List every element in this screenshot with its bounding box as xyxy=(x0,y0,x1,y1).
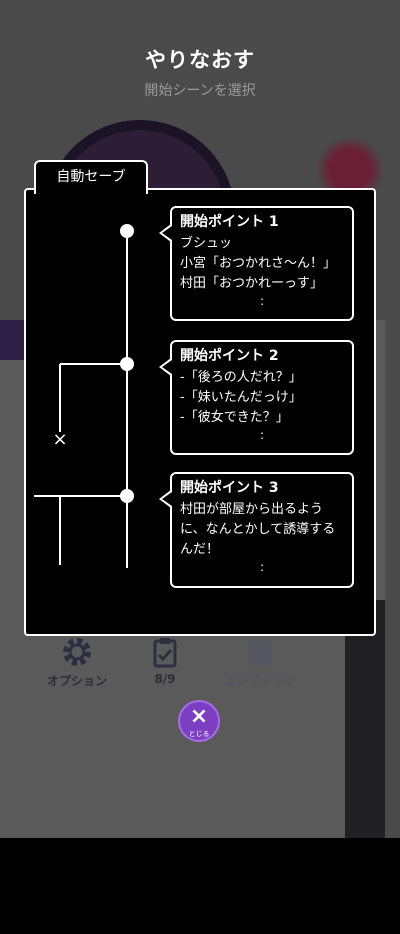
start-point-line: 村田が部屋から出るように、なんとかして誘導するんだ！ xyxy=(180,502,336,557)
start-point-card-1[interactable]: 開始ポイント 1 ブシュッ 小宮「おつかれさ〜ん！」 村田「おつかれーっす」 : xyxy=(159,206,354,321)
start-point-title: 開始ポイント 2 xyxy=(180,348,279,364)
page-subtitle: 開始シーンを選択 xyxy=(144,83,256,99)
close-label: とじる xyxy=(188,730,210,738)
start-point-node-1 xyxy=(120,224,134,238)
gear-icon xyxy=(63,638,91,666)
progress-menu-item: 8/9 xyxy=(140,635,190,695)
more-indicator: : xyxy=(259,560,265,574)
options-menu-item: オプション xyxy=(42,635,112,695)
progress-label: 8/9 xyxy=(154,672,176,686)
clapperboard-icon xyxy=(248,641,272,665)
start-point-line: -「妹いたんだっけ」 xyxy=(180,390,302,405)
start-point-line: -「彼女できた？」 xyxy=(180,410,289,425)
page-title: やりなおす xyxy=(145,48,255,72)
start-point-line: 村田「おつかれーっす」 xyxy=(180,276,324,291)
close-button[interactable]: × とじる xyxy=(178,700,220,742)
tab-auto-save[interactable]: 自動セーブ xyxy=(34,160,148,194)
bottom-black-area xyxy=(0,838,400,934)
background-side-bar xyxy=(345,600,385,840)
start-point-node-2 xyxy=(120,357,134,371)
start-point-title: 開始ポイント 1 xyxy=(180,214,279,230)
close-icon: × xyxy=(189,704,209,729)
options-label: オプション xyxy=(46,674,107,688)
ending-menu-item: エンディング xyxy=(215,635,305,695)
clipboard-icon xyxy=(153,638,177,668)
ending-label: エンディング xyxy=(224,674,296,688)
start-point-card-3[interactable]: 開始ポイント 3 村田が部屋から出るように、なんとかして誘導するんだ！ : xyxy=(159,472,354,588)
more-indicator: : xyxy=(259,294,265,308)
start-point-card-2[interactable]: 開始ポイント 2 -「後ろの人だれ？」 -「妹いたんだっけ」 -「彼女できた？」… xyxy=(159,340,354,455)
start-point-line: 小宮「おつかれさ〜ん！」 xyxy=(180,256,337,271)
start-point-line: ブシュッ xyxy=(180,236,233,251)
start-point-node-3 xyxy=(120,489,134,503)
start-point-line: -「後ろの人だれ？」 xyxy=(180,370,302,385)
branch-end-marker: × xyxy=(52,429,67,450)
start-point-title: 開始ポイント 3 xyxy=(180,480,279,496)
more-indicator: : xyxy=(259,428,265,442)
